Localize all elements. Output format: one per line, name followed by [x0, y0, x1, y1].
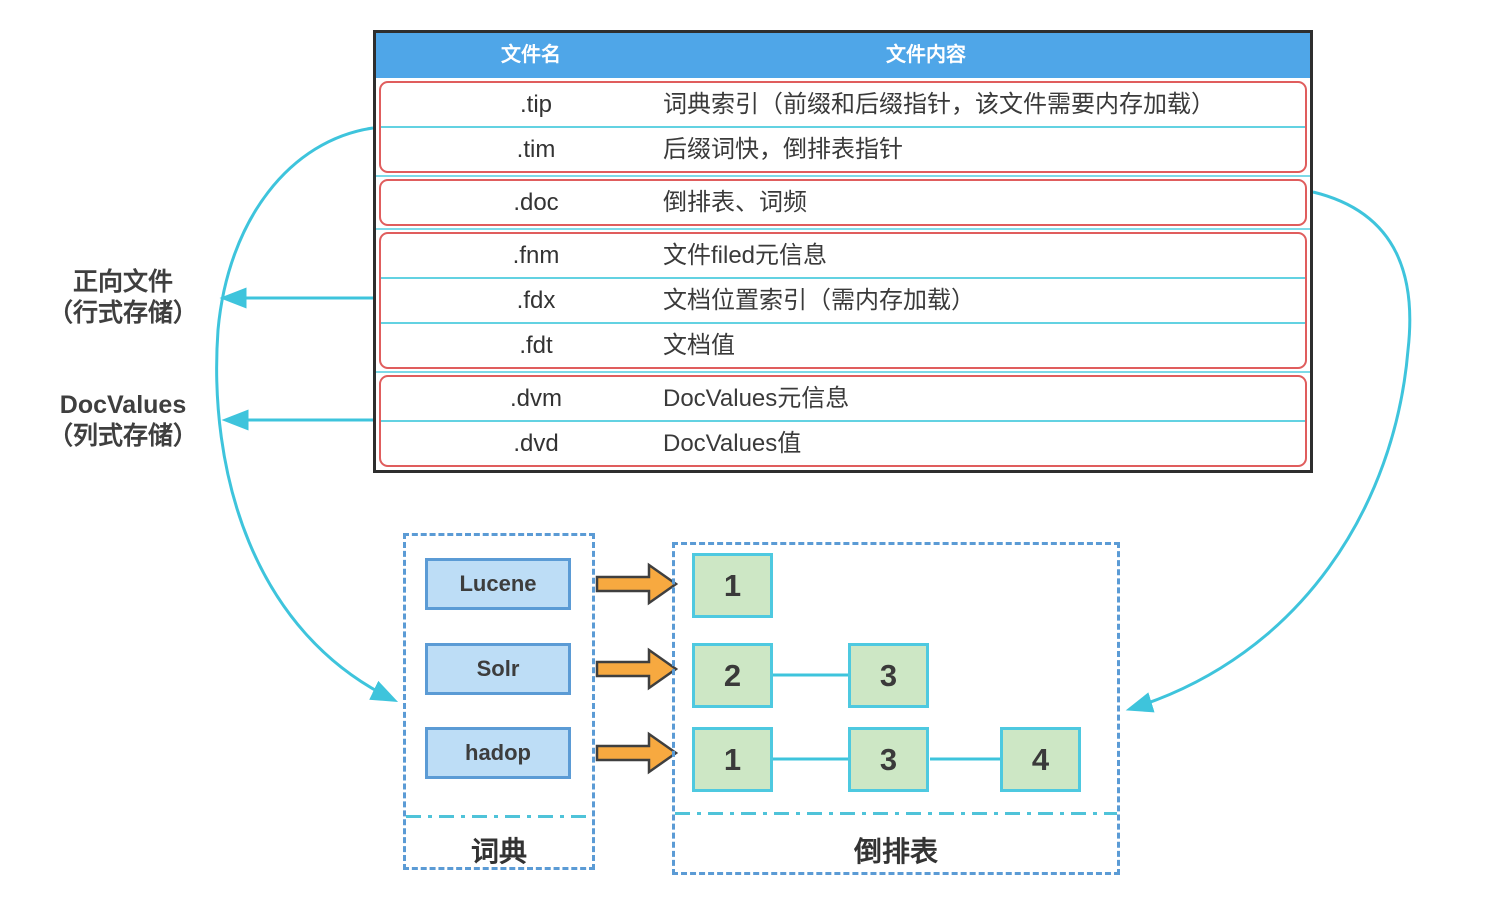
- inverted-index-label: 倒排表: [853, 836, 938, 867]
- forward-file-subtitle: （行式存储）: [47, 299, 198, 327]
- flow-arrow-icon: [595, 731, 679, 775]
- file-ext: .dvd: [513, 430, 559, 457]
- group-divider: [376, 228, 1310, 230]
- dictionary-curve-arrow: [215, 126, 399, 702]
- file-desc: 后缀词快，倒排表指针: [663, 136, 903, 163]
- docvalues-title: DocValues: [59, 391, 187, 419]
- table-row: .dvd DocValues值: [381, 420, 1305, 465]
- file-desc: 文件filed元信息: [663, 242, 828, 269]
- inverted-index-curve-arrow: [1125, 190, 1412, 713]
- table-body: .tip 词典索引（前缀和后缀指针，该文件需要内存加载） .tim 后缀词快，倒…: [376, 78, 1310, 470]
- flow-arrow-icon: [595, 647, 679, 691]
- table-row: .doc 倒排表、词频: [381, 181, 1305, 224]
- table-row: .fdt 文档值: [381, 322, 1305, 367]
- posting-doc: 4: [1000, 727, 1081, 792]
- dictionary-label: 词典: [470, 836, 527, 867]
- table-header: 文件名 文件内容: [376, 33, 1310, 78]
- table-row: .dvm DocValues元信息: [381, 377, 1305, 420]
- forward-file-title: 正向文件: [72, 268, 173, 296]
- inverted-index-label-divider: [675, 812, 1117, 815]
- table-row: .fnm 文件filed元信息: [381, 234, 1305, 277]
- term-hadop: hadop: [425, 727, 571, 779]
- flow-arrow-icon: [595, 562, 679, 606]
- row-group-stored-fields: .fnm 文件filed元信息 .fdx 文档位置索引（需内存加载） .fdt …: [379, 232, 1307, 369]
- file-ext: .fdx: [516, 287, 556, 314]
- term-solr: Solr: [425, 643, 571, 695]
- inverted-index-box: [672, 542, 1120, 875]
- file-ext: .dvm: [509, 385, 562, 412]
- forward-file-label: 正向文件 （行式存储）: [28, 267, 218, 329]
- row-group-term-dictionary: .tip 词典索引（前缀和后缀指针，该文件需要内存加载） .tim 后缀词快，倒…: [379, 81, 1307, 173]
- file-desc: 倒排表、词频: [663, 189, 807, 216]
- table-row: .fdx 文档位置索引（需内存加载）: [381, 277, 1305, 322]
- posting-doc: 1: [692, 553, 773, 618]
- posting-doc: 3: [848, 643, 929, 708]
- posting-doc: 1: [692, 727, 773, 792]
- group-divider: [376, 371, 1310, 373]
- file-ext: .doc: [513, 189, 559, 216]
- file-desc: 文档值: [663, 332, 735, 359]
- posting-doc: 3: [848, 727, 929, 792]
- file-ext: .tim: [516, 136, 556, 163]
- row-group-postings: .doc 倒排表、词频: [379, 179, 1307, 226]
- file-ext: .fdt: [519, 332, 553, 359]
- file-desc: DocValues值: [663, 430, 802, 457]
- column-header-filename: 文件名: [501, 44, 561, 66]
- posting-doc: 2: [692, 643, 773, 708]
- dictionary-label-divider: [406, 815, 592, 818]
- file-ext: .tip: [519, 91, 552, 118]
- table-row: .tim 后缀词快，倒排表指针: [381, 126, 1305, 171]
- file-desc: 文档位置索引（需内存加载）: [663, 287, 975, 314]
- group-divider: [376, 175, 1310, 177]
- lucene-file-table: 文件名 文件内容 .tip 词典索引（前缀和后缀指针，该文件需要内存加载） .t…: [373, 30, 1313, 473]
- table-row: .tip 词典索引（前缀和后缀指针，该文件需要内存加载）: [381, 83, 1305, 126]
- file-ext: .fnm: [512, 242, 560, 269]
- file-desc: 词典索引（前缀和后缀指针，该文件需要内存加载）: [663, 91, 1215, 118]
- file-desc: DocValues元信息: [663, 385, 850, 412]
- term-lucene: Lucene: [425, 558, 571, 610]
- row-group-docvalues: .dvm DocValues元信息 .dvd DocValues值: [379, 375, 1307, 467]
- docvalues-label: DocValues （列式存储）: [28, 390, 218, 452]
- dictionary-box: [403, 533, 595, 870]
- column-header-content: 文件内容: [886, 44, 966, 66]
- docvalues-subtitle: （列式存储）: [47, 422, 198, 450]
